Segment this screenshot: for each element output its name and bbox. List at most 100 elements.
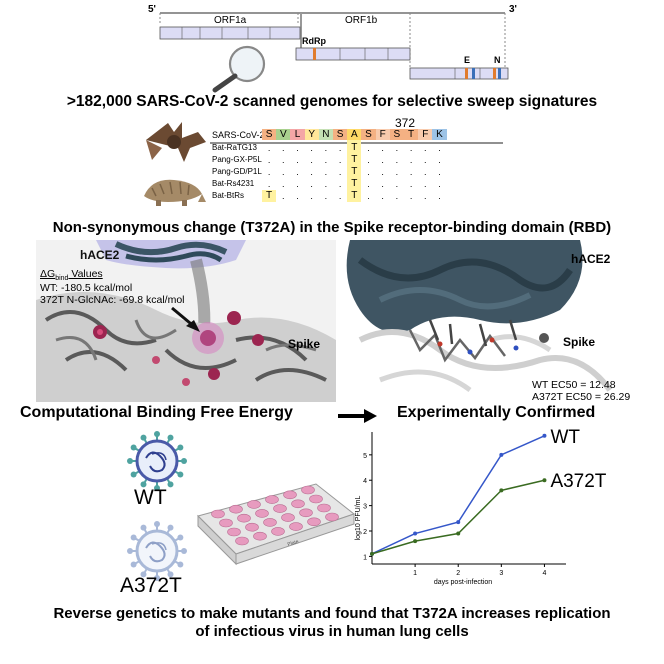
y-axis-label: log10 PFU/mL — [355, 496, 362, 541]
magnifier-icon — [212, 45, 266, 93]
spike-label-left: Spike — [288, 337, 321, 351]
identical-residue: . — [438, 167, 441, 177]
identical-residue: . — [338, 167, 342, 177]
virus-spike-head — [130, 534, 137, 541]
well — [317, 503, 331, 513]
identical-residue: . — [438, 155, 441, 165]
data-point — [499, 452, 504, 457]
plate-label: Plate — [287, 539, 300, 548]
substituted-residue: T — [347, 154, 362, 166]
identical-residue: . — [395, 191, 399, 201]
identical-residue: . — [296, 155, 299, 165]
dg-symbol: ΔG — [40, 268, 56, 280]
e-gene-label: E — [464, 55, 471, 65]
virus-spike-head — [154, 485, 160, 491]
identical-residue: . — [438, 179, 441, 189]
identical-residue: . — [409, 155, 413, 165]
reference-residue: S — [333, 129, 348, 140]
n-gene-label: N — [494, 55, 501, 65]
virus-mutant-icon — [127, 521, 187, 581]
spike-label-right: Spike — [563, 335, 596, 349]
x-tick-label: 4 — [542, 570, 546, 577]
data-point — [456, 531, 461, 536]
identical-residue: . — [438, 191, 441, 201]
wt-ec50-value: WT EC50 = 12.48 — [532, 379, 616, 391]
virus-spike-head — [167, 434, 174, 441]
x-tick-label: 1 — [413, 570, 417, 577]
identical-residue: . — [381, 143, 384, 153]
orf1a-label: ORF1a — [214, 15, 247, 26]
well — [265, 495, 279, 504]
well — [247, 500, 261, 509]
heading-computational: Computational Binding Free Energy — [20, 404, 293, 421]
virus-wt-icon — [127, 431, 187, 491]
well — [309, 494, 323, 504]
virus-spike-head — [177, 471, 184, 478]
substituted-residue: T — [347, 178, 362, 190]
identical-residue: . — [381, 167, 384, 177]
identical-residue: . — [296, 179, 299, 189]
species-name: Pang-GD/P1L — [212, 167, 262, 176]
well-plate-illustration: Plate — [197, 483, 356, 566]
reference-residue: L — [290, 129, 305, 140]
orf1b-label: ORF1b — [345, 15, 378, 26]
identical-residue: . — [282, 155, 285, 165]
identical-residue: . — [310, 191, 313, 201]
identical-residue: . — [282, 143, 285, 153]
identical-residue: . — [310, 155, 313, 165]
dg-mutant-value: 372T N-GlcNAc: -69.8 kcal/mol — [40, 294, 185, 306]
binding-structure-right — [340, 240, 630, 402]
identical-residue: . — [424, 179, 427, 189]
dg-subscript: bind — [55, 275, 69, 283]
virus-spike-head — [167, 571, 174, 578]
bat-illustration — [146, 122, 206, 162]
substituted-residue: T — [347, 142, 362, 154]
identical-residue: . — [395, 179, 399, 189]
species-name: Bat-BtRs — [212, 191, 245, 200]
well — [245, 522, 259, 532]
virus-spike-head — [167, 524, 174, 531]
virus-spike-head — [154, 575, 160, 581]
series-label: A372T — [550, 471, 606, 492]
identical-residue: . — [282, 167, 285, 177]
identical-residue: . — [296, 167, 299, 177]
identical-residue: . — [367, 191, 370, 201]
identical-residue: . — [424, 167, 427, 177]
dg-wt-value: WT: -180.5 kcal/mol — [40, 282, 133, 294]
well — [271, 527, 285, 536]
heading-rbd-change: Non-synonymous change (T372A) in the Spi… — [52, 219, 612, 236]
identical-residue: . — [381, 155, 384, 165]
identical-residue: . — [381, 191, 384, 201]
mutant-ec50-value: A372T EC50 = 26.29 — [532, 391, 631, 403]
virus-spike-head — [140, 524, 147, 531]
species-name: Bat-RaTG13 — [212, 143, 257, 152]
footer-line-2: of infectious virus in human lung cells — [195, 623, 469, 640]
identical-residue: . — [395, 155, 399, 165]
alignment-reference-name: SARS-CoV-2 — [212, 130, 265, 140]
data-point — [542, 433, 547, 438]
species-name: Pang-GX-P5L — [212, 155, 262, 164]
series-line — [371, 435, 545, 555]
identical-residue: . — [324, 179, 328, 189]
identical-residue: . — [310, 143, 313, 153]
y-tick-label: 4 — [363, 478, 367, 485]
position-372-label: 372 — [395, 116, 416, 130]
substituted-residue: T — [347, 190, 362, 202]
y-tick-label: 5 — [363, 453, 367, 460]
hace2-label-right: hACE2 — [571, 252, 611, 266]
identical-residue: . — [367, 167, 370, 177]
data-point — [413, 531, 418, 536]
five-prime-label: 5' — [148, 4, 156, 15]
well — [237, 513, 251, 523]
dg-title-suffix: Values — [68, 268, 103, 280]
data-point — [456, 520, 461, 525]
identical-residue: . — [310, 179, 313, 189]
identical-residue: . — [338, 191, 342, 201]
virus-spike-head — [140, 571, 147, 578]
footer-line-1: Reverse genetics to make mutants and fou… — [53, 605, 611, 622]
identical-residue: . — [324, 143, 328, 153]
identical-residue: . — [438, 143, 441, 153]
well — [299, 508, 313, 518]
dg-values-title: ΔGbind Values — [40, 268, 103, 282]
virus-spike-head — [130, 444, 137, 451]
